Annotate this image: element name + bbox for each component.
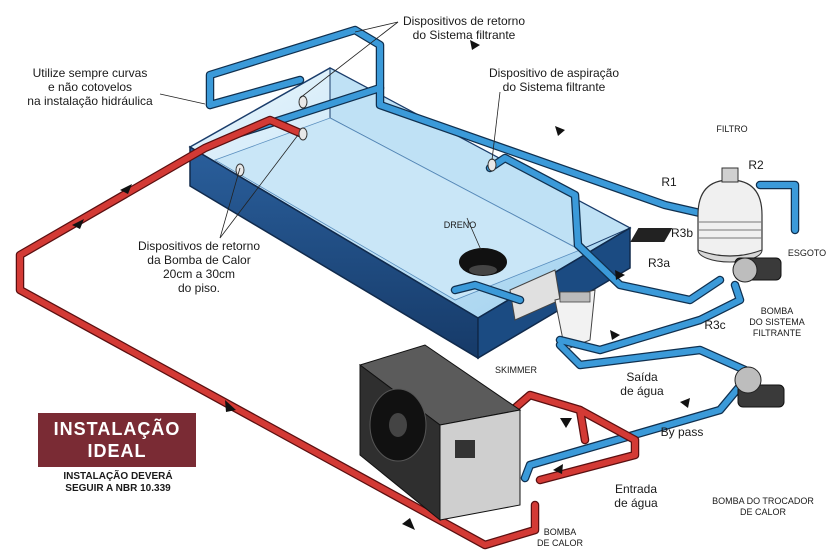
label-curves: Utilize sempre curvas e não cotovelos na… xyxy=(27,66,153,108)
return-fittings xyxy=(235,95,497,177)
label-returns-heat: Dispositivos de retorno da Bomba de Calo… xyxy=(137,239,261,295)
drain xyxy=(459,217,507,276)
flow-arrows xyxy=(72,40,690,530)
label-skimmer: SKIMMER xyxy=(494,365,537,375)
label-entrada: Entrada de água xyxy=(614,482,658,510)
badge-note: INSTALAÇÃO DEVERÁ SEGUIR A NBR 10.339 xyxy=(63,471,173,494)
label-esgoto: ESGOTO xyxy=(787,248,827,258)
label-bomba-calor: BOMBA DE CALOR xyxy=(536,527,583,548)
label-r3b: R3b xyxy=(670,226,693,240)
skimmer xyxy=(509,269,596,351)
badge-line2: IDEAL xyxy=(87,441,147,461)
label-r3c: R3c xyxy=(704,318,726,332)
label-r3a: R3a xyxy=(647,256,670,270)
label-bomba-filtro: BOMBA DO SISTEMA FILTRANTE xyxy=(749,306,805,338)
label-saida: Saída de água xyxy=(620,370,664,398)
filter-pump xyxy=(732,257,782,283)
heat-pump-pipes xyxy=(15,115,640,550)
filter-tank xyxy=(630,167,763,263)
label-dreno: DRENO xyxy=(443,220,477,230)
leader-lines xyxy=(159,21,501,239)
heat-exchanger-pump xyxy=(734,366,785,408)
label-bomba-trocador: BOMBA DO TROCADOR DE CALOR xyxy=(712,496,814,517)
badge-line1: INSTALAÇÃO xyxy=(53,419,181,439)
installation-badge: INSTALAÇÃO IDEAL xyxy=(38,413,196,467)
label-returns-filter: Dispositivos de retorno do Sistema filtr… xyxy=(402,14,526,42)
heat-pump-unit xyxy=(358,344,522,522)
label-filtro: FILTRO xyxy=(716,124,748,134)
label-r1: R1 xyxy=(661,175,677,189)
label-r2: R2 xyxy=(748,158,764,172)
label-bypass: By pass xyxy=(660,425,704,439)
label-suction: Dispositivo de aspiração do Sistema filt… xyxy=(488,66,620,94)
